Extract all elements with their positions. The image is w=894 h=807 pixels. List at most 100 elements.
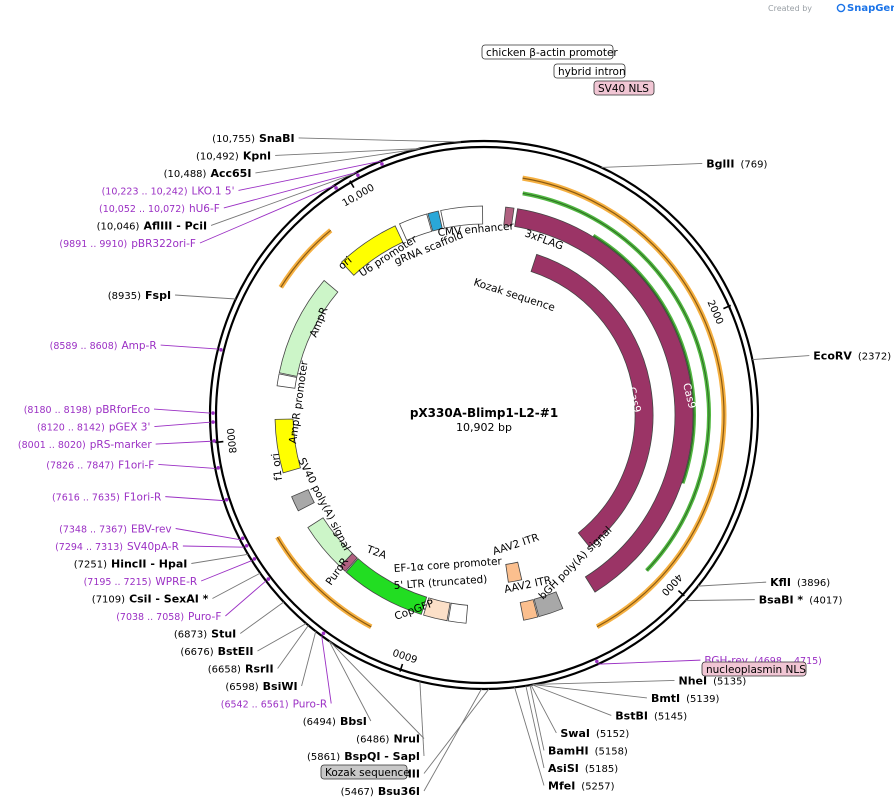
primer-position: (10,052 .. 10,072): [99, 204, 185, 215]
primer-label: EBV-rev(7348 .. 7367): [59, 524, 172, 536]
site-name: KpnI: [243, 149, 271, 162]
site-label: AsiSI(5185): [548, 762, 618, 775]
site-name: BmtI: [651, 692, 680, 705]
primer-name: pBR322ori-F: [131, 238, 196, 250]
green-arc-core: [522, 192, 710, 571]
primer-mark: [244, 543, 249, 548]
feature-3xflag: [503, 206, 515, 227]
primer-label: pBR322ori-F(9891 .. 9910): [59, 238, 196, 250]
site-leader: [277, 625, 309, 669]
primer-label: pGEX 3'(8120 .. 8142): [37, 422, 150, 434]
site-leader: [175, 294, 236, 300]
credit-text: Created by: [768, 4, 812, 13]
primer-mark: [266, 577, 271, 581]
site-label: BbsI(6494): [303, 715, 367, 728]
site-label: StuI(6873): [174, 628, 236, 641]
site-leader: [240, 601, 285, 634]
site-leader: [530, 684, 557, 734]
primer-label: Puro-F(7038 .. 7058): [116, 611, 221, 623]
site-name: BstEII: [218, 645, 254, 658]
site-name: SnaBI: [259, 132, 295, 145]
site-position: (6658): [208, 665, 241, 676]
site-name: SwaI: [560, 727, 590, 740]
feature-aav2-itr: [519, 599, 539, 621]
primer-label: LKO.1 5'(10,223 .. 10,242): [102, 185, 235, 197]
primer-position: (8120 .. 8142): [37, 423, 105, 434]
label-sv40-nls: SV40 NLS: [598, 83, 649, 95]
site-name: CsiI - SexAI *: [129, 593, 209, 606]
primer-label: pBRforEco(8180 .. 8198): [24, 404, 150, 416]
site-name: Acc65I: [210, 167, 251, 180]
primer-leader: [165, 496, 224, 502]
primer-position: (8589 .. 8608): [50, 341, 118, 352]
primer-mark: [356, 173, 360, 177]
site-label: BglII(769): [706, 157, 767, 170]
tick-mark: [349, 180, 355, 189]
orange-arc-core: [280, 229, 332, 288]
site-name: AflIII - PciI: [143, 219, 207, 232]
site-leader: [191, 553, 249, 564]
primer-label: Amp-R(8589 .. 8608): [50, 340, 157, 352]
primer-position: (10,223 .. 10,242): [102, 186, 188, 197]
site-leader: [298, 137, 461, 143]
primer-name: SV40pA-R: [127, 541, 179, 553]
site-leader: [601, 163, 703, 168]
site-position: (10,755): [212, 134, 255, 145]
site-label: EcoRV(2372): [813, 350, 891, 363]
primer-leader: [182, 545, 245, 548]
site-position: (6486): [356, 735, 389, 746]
site-position: (5185): [585, 764, 618, 775]
primer-position: (7616 .. 7635): [52, 493, 120, 504]
site-position: (5158): [595, 746, 628, 757]
site-name: BsaBI *: [759, 594, 804, 607]
label-aav2-inner: AAV2 ITR: [491, 532, 540, 558]
site-name: BstBI: [615, 709, 648, 722]
tick-mark: [723, 304, 732, 310]
primer-mark: [212, 439, 217, 443]
site-position: (6598): [225, 682, 258, 693]
site-leader: [531, 684, 612, 716]
box-chicken-actin: [481, 44, 614, 60]
site-label: NruI (6486): [356, 733, 420, 746]
primer-leader: [598, 659, 701, 665]
site-label: BmtI(5139): [651, 692, 720, 705]
site-label: KflI(3896): [770, 576, 830, 589]
site-position: (769): [740, 159, 767, 170]
site-leader: [212, 572, 261, 599]
site-label: Bsu36I(5467): [341, 785, 420, 798]
box-hybrid-intron: [553, 63, 626, 79]
orange-arc-core: [522, 177, 725, 628]
orange-arc: [278, 228, 333, 289]
primer-label: SV40pA-R(7294 .. 7313): [55, 541, 179, 553]
site-position: (6873): [174, 630, 207, 641]
primer-name: EBV-rev: [131, 524, 172, 536]
svg-text:SnapGene: SnapGene: [847, 3, 894, 14]
site-leader: [697, 581, 767, 587]
site-name: BsiWI: [263, 680, 298, 693]
site-label: BsaBI *(4017): [759, 594, 843, 607]
primer-name: Puro-R: [293, 699, 328, 711]
site-position: (6676): [180, 647, 213, 658]
feature-sv40-poly-a-signal: [291, 489, 315, 512]
primer-label: WPRE-R(7195 .. 7215): [84, 576, 198, 588]
primer-mark: [219, 348, 223, 352]
site-name: EcoRV: [813, 350, 852, 363]
site-leader: [275, 148, 420, 156]
box-sv40-nls: [593, 80, 655, 96]
primer-mark: [321, 631, 326, 636]
site-label: MfeI(5257): [548, 779, 615, 792]
site-name: BbsI: [340, 715, 367, 728]
site-position: (5467): [341, 787, 374, 798]
site-name: NruI: [393, 733, 420, 746]
site-leader: [328, 640, 372, 722]
site-leader: [529, 685, 545, 751]
site-label: CsiI - SexAI *(7109): [92, 593, 209, 606]
site-label: SnaBI (10,755): [212, 132, 294, 145]
primer-name: hU6-F: [189, 203, 220, 215]
site-label: AflIII - PciI(10,046): [97, 219, 207, 232]
site-leader: [423, 688, 482, 792]
site-position: (10,046): [97, 221, 140, 232]
site-position: (10,488): [164, 169, 207, 180]
primer-leader: [200, 560, 253, 582]
label-t2a: T2A: [364, 543, 389, 562]
